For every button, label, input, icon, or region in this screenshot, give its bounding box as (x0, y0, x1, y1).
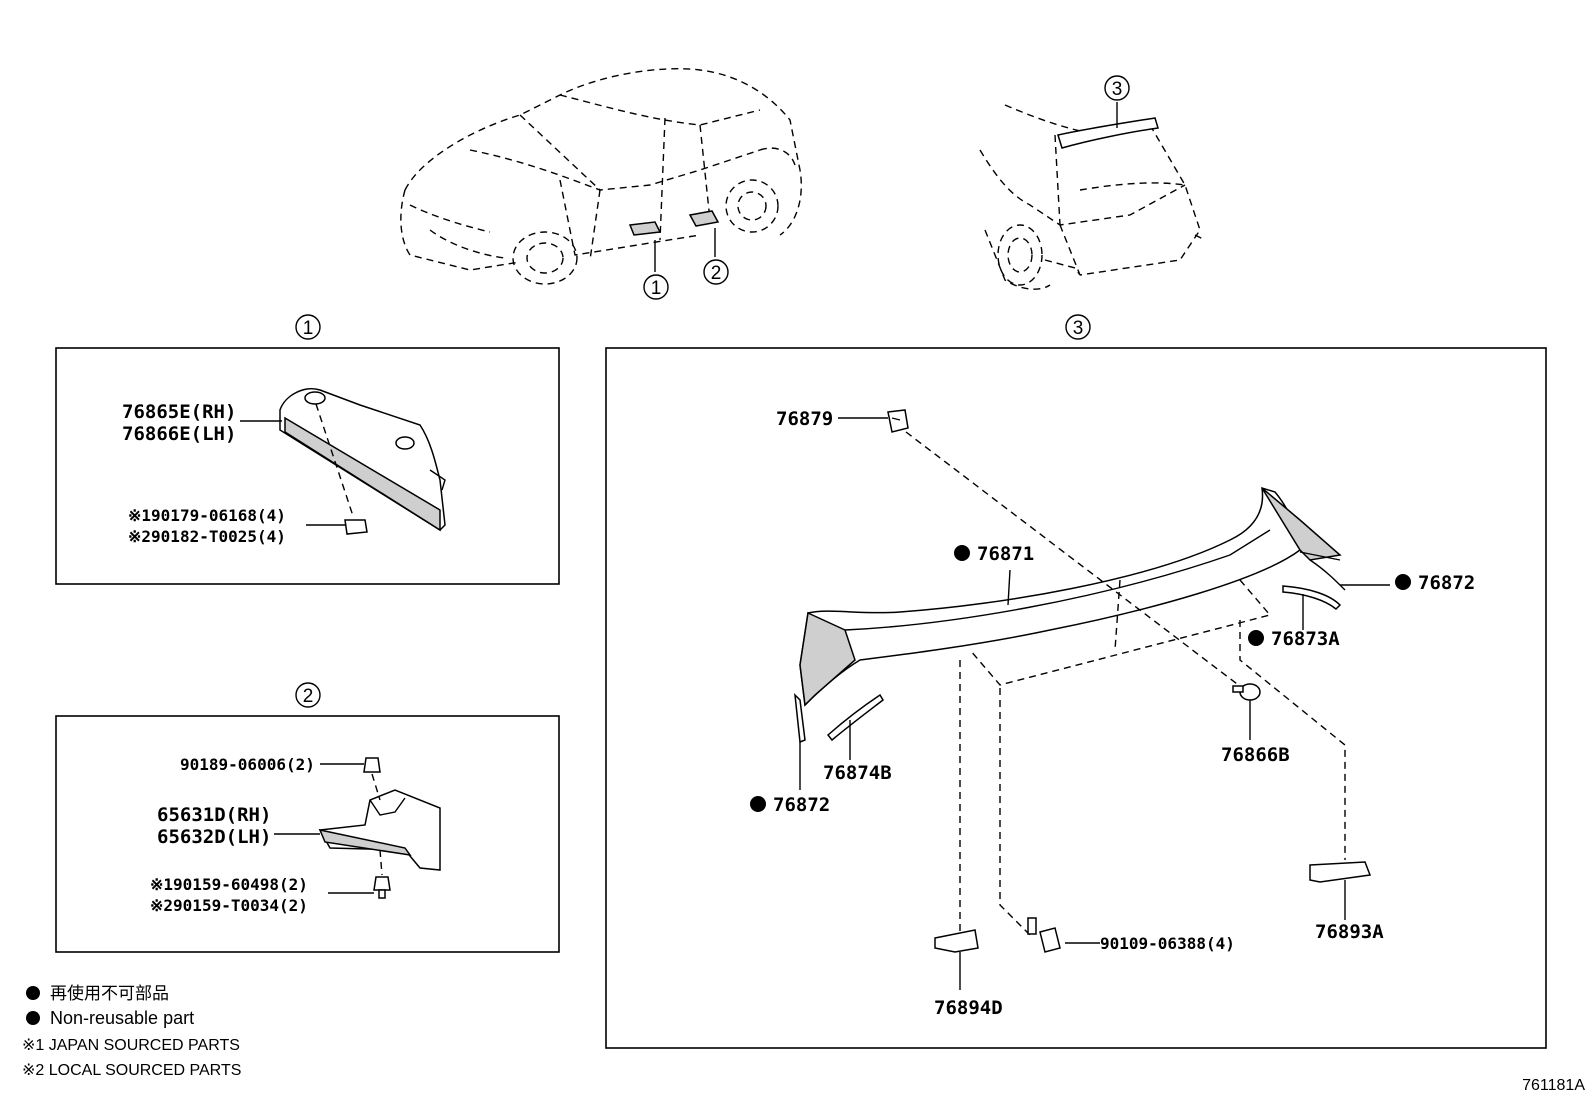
label-90159-T0034: ※290159-T0034(2) (150, 896, 308, 915)
callout-3-box: 3 (1065, 314, 1091, 340)
legend-dot-1 (26, 986, 40, 1000)
legend-line-1: 再使用不可部品 (50, 983, 169, 1004)
label-76866B: 76866B (1221, 744, 1290, 766)
bracket-76894D (934, 929, 979, 990)
non-reusable-dot-76872-left (750, 796, 766, 812)
bracket-76893A (1309, 861, 1372, 920)
label-76894D: 76894D (934, 997, 1003, 1019)
rocker-bracket-part (279, 388, 446, 532)
legend-line-3: ※1 JAPAN SOURCED PARTS (22, 1037, 240, 1054)
clip-76879 (887, 409, 909, 433)
rear-spoiler-part (799, 486, 1342, 707)
label-76874B: 76874B (823, 762, 892, 784)
grommet-76866B (1232, 683, 1261, 740)
label-76873A: 76873A (1271, 628, 1340, 650)
svg-text:1: 1 (651, 278, 662, 299)
box-1-frame (55, 347, 560, 585)
label-76893A: 76893A (1315, 921, 1384, 943)
label-76866E-lh: 76866E(LH) (122, 423, 236, 445)
spoiler-dashed-guides (905, 431, 1346, 936)
callout-1-top: 1 (643, 274, 669, 300)
legend-line-4: ※2 LOCAL SOURCED PARTS (22, 1062, 241, 1079)
car-front-view (400, 68, 802, 285)
box-3-frame (605, 347, 1547, 1049)
clip-part-box1 (315, 403, 368, 535)
label-90159-60498: ※190159-60498(2) (150, 875, 308, 894)
seal-76872-right (1309, 559, 1346, 591)
label-90109-06388: 90109-06388(4) (1100, 934, 1235, 953)
callout-3-top: 3 (1104, 75, 1130, 101)
label-90182-T0025: ※290182-T0025(4) (128, 527, 286, 546)
callout-1-box: 1 (295, 314, 321, 340)
label-76871: 76871 (977, 543, 1034, 565)
non-reusable-dot-76873A (1248, 630, 1264, 646)
label-90189-06006: 90189-06006(2) (180, 755, 315, 774)
svg-text:2: 2 (303, 686, 314, 707)
legend-line-2: Non-reusable part (50, 1008, 194, 1028)
svg-text:1: 1 (303, 318, 314, 339)
leader-76871 (1007, 569, 1011, 606)
figure-id: 761181A (1522, 1077, 1585, 1094)
nut-part-box2 (363, 757, 381, 801)
label-76872-right: 76872 (1418, 572, 1475, 594)
svg-text:2: 2 (711, 263, 722, 284)
label-76872-left: 76872 (773, 794, 830, 816)
label-65631D-rh: 65631D(RH) (157, 804, 271, 826)
label-76865E-rh: 76865E(RH) (122, 401, 236, 423)
bolt-90109 (1027, 917, 1061, 953)
legend: 再使用不可部品 Non-reusable part ※1 JAPAN SOURC… (22, 983, 241, 1079)
svg-text:3: 3 (1112, 79, 1123, 100)
callout-2-top: 2 (703, 259, 729, 285)
seal-76872-left (794, 692, 806, 790)
label-76879: 76879 (776, 408, 833, 430)
car-front-parts (628, 210, 720, 272)
mudguard-bracket-part (318, 789, 441, 871)
svg-text:3: 3 (1073, 318, 1084, 339)
non-reusable-dot-76871 (954, 545, 970, 561)
legend-dot-2 (26, 1011, 40, 1025)
seal-76874B (826, 693, 884, 760)
callout-2-box: 2 (295, 682, 321, 708)
non-reusable-dot-76872-right (1395, 574, 1411, 590)
label-90179-06168: ※190179-06168(4) (128, 506, 286, 525)
box-2-frame (55, 715, 560, 953)
rear-spoiler-thumb (1057, 102, 1159, 149)
label-65632D-lh: 65632D(LH) (157, 826, 271, 848)
seal-76873A (1282, 585, 1342, 630)
screw-part-box2 (373, 849, 391, 899)
